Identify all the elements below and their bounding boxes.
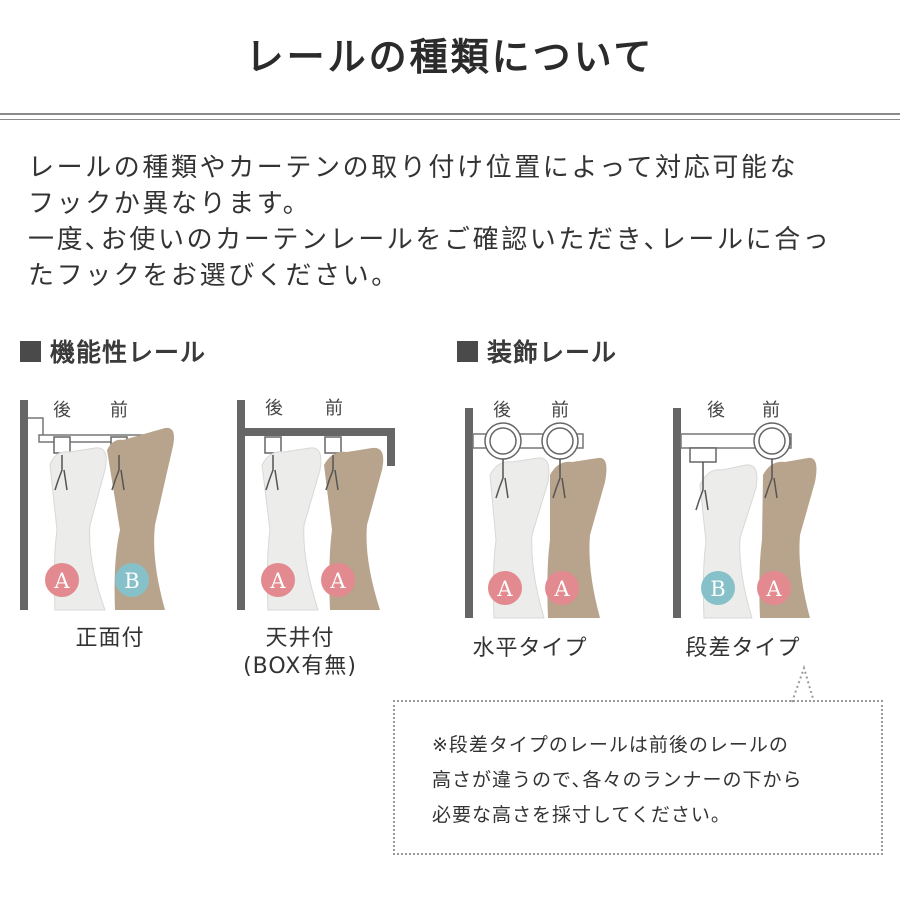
- divider: [0, 113, 900, 115]
- label-front: 前: [110, 400, 128, 421]
- runner: [324, 436, 342, 454]
- runner: [53, 436, 71, 454]
- hook-icon: [111, 455, 125, 491]
- caption-horizontal: 水平タイプ: [472, 636, 588, 661]
- intro-line: フックか異なります。: [28, 189, 312, 219]
- horizontal-type-diagram: 後 前 A A: [465, 400, 607, 619]
- badge-a: [261, 563, 295, 597]
- front-mount-diagram: 後 前 A B: [20, 400, 174, 611]
- badge-b-label: B: [710, 577, 725, 601]
- caption-line: (BOX有無): [243, 654, 357, 679]
- badge-a: [545, 571, 579, 605]
- intro-line: たフックをお選びください。: [28, 261, 400, 291]
- box-side: [387, 428, 395, 466]
- label-back: 後: [493, 400, 511, 421]
- note-text: ※段差タイプのレールは前後のレールの 高さが違うので､各々のランナーの下から 必…: [432, 728, 803, 833]
- section-heading-functional: 機能性レール: [20, 333, 206, 369]
- stepped-type-diagram: 後 前 B A: [673, 400, 817, 619]
- badge-a-label: A: [553, 577, 570, 601]
- wall: [465, 408, 473, 618]
- caption-stepped: 段差タイプ: [685, 636, 801, 661]
- label-back: 後: [707, 400, 725, 421]
- label-front: 前: [325, 398, 343, 419]
- badge-a: [45, 563, 79, 597]
- lower-rail: [689, 447, 717, 463]
- label-front: 前: [762, 400, 780, 421]
- wall: [673, 408, 681, 618]
- curtain-front: [107, 427, 174, 610]
- label-back: 後: [53, 400, 71, 421]
- page-title: レールの種類について: [245, 35, 655, 79]
- badge-a-label: A: [496, 577, 513, 601]
- hook-icon: [552, 459, 566, 499]
- badge-a-label: A: [765, 577, 782, 601]
- square-bullet-icon: [20, 340, 41, 362]
- intro-text: レールの種類やカーテンの取り付け位置によって対応可能な フックか異なります。 一…: [28, 150, 888, 294]
- section-label: 機能性レール: [50, 338, 207, 367]
- wall: [20, 400, 28, 610]
- caption-front-mount: 正面付: [75, 626, 145, 651]
- ceiling-mount-diagram: 後 前 A A: [237, 398, 395, 611]
- badge-a-label: A: [53, 569, 70, 593]
- hook-icon: [265, 455, 279, 491]
- divider: [0, 119, 900, 120]
- wall: [237, 400, 245, 610]
- hook-icon: [54, 455, 68, 491]
- note-line: 必要な高さを採寸してください。: [432, 804, 731, 826]
- intro-line: 一度､お使いのカーテンレールをご確認いただき､レールに合っ: [28, 225, 832, 255]
- badge-a: [321, 563, 355, 597]
- badge-a: [757, 571, 791, 605]
- hook-icon: [764, 459, 778, 499]
- label-front: 前: [551, 400, 569, 421]
- badge-a-label: A: [329, 569, 346, 593]
- note-box: [393, 700, 883, 855]
- hook-icon: [495, 459, 509, 499]
- badge-a: [488, 571, 522, 605]
- note-line: ※段差タイプのレールは前後のレールの: [432, 734, 789, 756]
- badge-b: [115, 563, 149, 597]
- section-heading-decorative: 装飾レール: [457, 333, 617, 369]
- section-label: 装飾レール: [487, 338, 618, 367]
- badge-a-label: A: [269, 569, 286, 593]
- caption-line: 天井付: [265, 626, 335, 651]
- badge-b: [701, 571, 735, 605]
- runner: [264, 436, 282, 454]
- hook-icon: [695, 462, 709, 511]
- hook-icon: [325, 455, 339, 491]
- badge-b-label: B: [124, 569, 139, 593]
- square-bullet-icon: [457, 340, 478, 362]
- label-back: 後: [265, 398, 283, 419]
- note-line: 高さが違うので､各々のランナーの下から: [432, 769, 803, 791]
- caption-ceiling-mount: 天井付 (BOX有無): [230, 625, 370, 681]
- note-pointer: [791, 664, 815, 703]
- ceiling-box: [237, 428, 395, 436]
- intro-line: レールの種類やカーテンの取り付け位置によって対応可能な: [28, 153, 799, 183]
